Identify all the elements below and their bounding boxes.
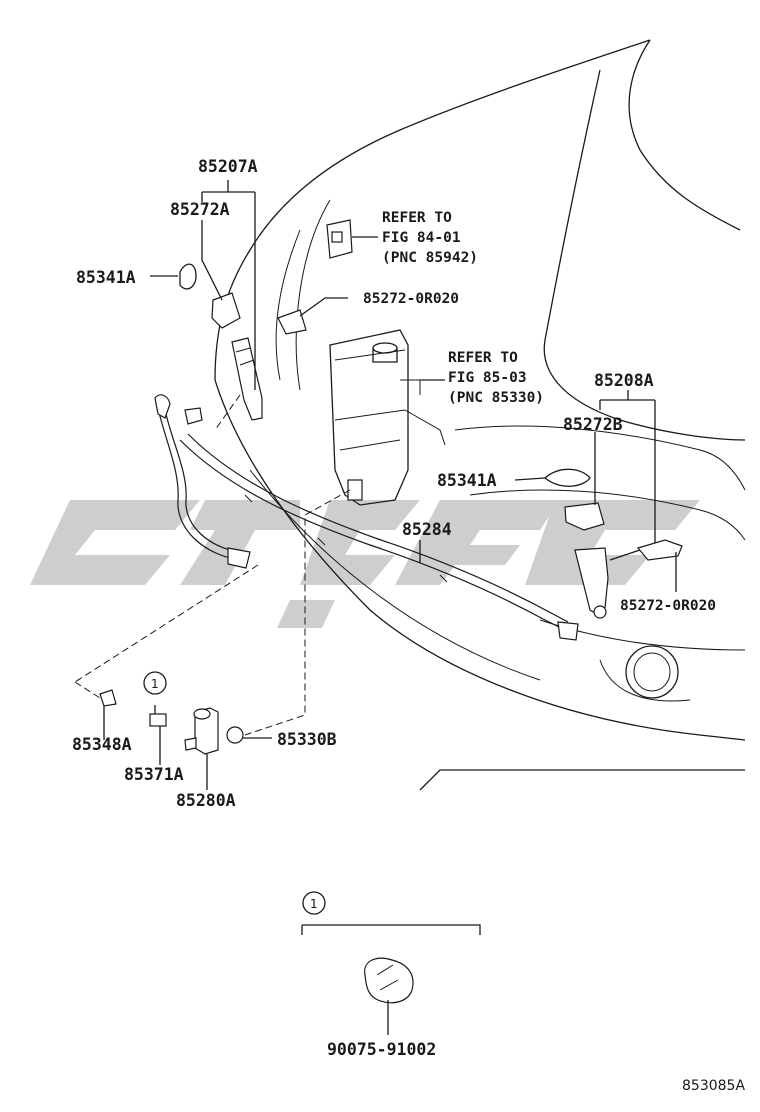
label-85272A: 85272A <box>170 200 230 219</box>
dashed-leaders <box>74 394 351 736</box>
label-85207A: 85207A <box>198 157 258 176</box>
label-85280A: 85280A <box>176 791 236 810</box>
label-85272B: 85272B <box>563 415 623 434</box>
left-nozzle-assembly <box>150 180 348 421</box>
reservoir-bracket-part <box>326 219 378 259</box>
label-85348A: 85348A <box>72 735 132 754</box>
label-85284: 85284 <box>402 520 452 539</box>
refer-85-03-line3: (PNC 85330) <box>448 390 544 406</box>
label-85208A: 85208A <box>594 371 654 390</box>
watermark-logo <box>30 500 700 628</box>
refer-84-01-line2: FIG 84-01 <box>382 230 461 246</box>
label-85341A-right: 85341A <box>437 471 497 490</box>
refer-84-01-line1: REFER TO <box>382 210 452 226</box>
label-85272-0R020-top: 85272-0R020 <box>363 291 459 307</box>
vehicle-body-outline <box>214 39 746 791</box>
callout-number-1-lower: 1 <box>310 897 318 911</box>
label-85272-0R020-right: 85272-0R020 <box>620 598 716 614</box>
label-85330B: 85330B <box>277 730 337 749</box>
pump-parts <box>99 671 272 790</box>
drawing-code: 853085A <box>682 1078 745 1094</box>
right-nozzle-assembly <box>514 390 683 619</box>
grommet-section <box>301 891 481 1035</box>
refer-85-03-line1: REFER TO <box>448 350 518 366</box>
label-85341A-left: 85341A <box>76 268 136 287</box>
refer-85-03-line2: FIG 85-03 <box>448 370 527 386</box>
label-90075-91002: 90075-91002 <box>327 1040 436 1059</box>
label-85371A: 85371A <box>124 765 184 784</box>
refer-84-01-line3: (PNC 85942) <box>382 250 478 266</box>
washer-hoses <box>154 394 579 641</box>
washer-tank <box>329 329 446 506</box>
callout-number-1-upper: 1 <box>151 677 159 691</box>
